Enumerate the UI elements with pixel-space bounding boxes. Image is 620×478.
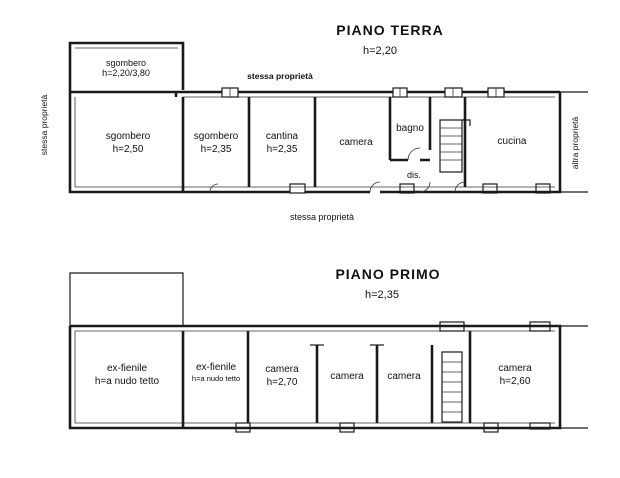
first-stair: [441, 351, 463, 423]
ground-floor-height: h=2,20: [363, 45, 397, 57]
room-camera-3: camera: [387, 371, 421, 382]
room-ex-fienile-mid: ex-fienile: [196, 362, 236, 373]
room-cantina: cantina: [266, 131, 299, 142]
room-ex-fienile-mid-height: h=a nudo tetto: [192, 374, 240, 383]
room-sgombero-left-height: h=2,50: [113, 144, 144, 155]
room-cantina-height: h=2,35: [267, 144, 298, 155]
ground-partitions: [181, 97, 467, 192]
ground-windows: [221, 87, 551, 194]
first-floor-title: PIANO PRIMO: [335, 266, 440, 282]
room-disimpegno: dis.: [407, 170, 421, 180]
room-camera-1: camera: [265, 364, 299, 375]
adjacent-bottom-label: stessa proprietà: [290, 212, 354, 222]
ground-doors: [209, 147, 466, 193]
first-partitions: [181, 331, 472, 428]
first-windows: [235, 321, 551, 433]
adjacent-left-label: stessa proprietà: [39, 94, 49, 155]
room-sgombero-mid: sgombero: [194, 131, 239, 142]
room-camera-4-height: h=2,60: [500, 376, 531, 387]
ground-stair: [439, 119, 471, 173]
room-ex-fienile-left: ex-fienile: [107, 363, 147, 374]
first-floor: PIANO PRIMO h=2,35: [68, 266, 588, 433]
adjacent-right-label: altra proprietà: [570, 117, 580, 170]
room-sgombero-mid-height: h=2,35: [201, 144, 232, 155]
ground-floor-title: PIANO TERRA: [336, 22, 443, 38]
adjacent-top-label: stessa proprietà: [247, 71, 313, 81]
room-sgombero-annex-height: h=2,20/3,80: [102, 68, 150, 78]
room-sgombero-left: sgombero: [106, 131, 151, 142]
ground-floor-outer-wall: [68, 90, 562, 194]
annex-wall: [68, 41, 185, 90]
ground-floor: PIANO TERRA h=2,20: [39, 22, 588, 222]
room-sgombero-annex: sgombero: [106, 58, 146, 68]
room-camera-2: camera: [330, 371, 364, 382]
room-cucina: cucina: [498, 136, 527, 147]
first-floor-height: h=2,35: [365, 289, 399, 301]
first-floor-annex-outline: [69, 272, 184, 326]
room-camera-4: camera: [498, 363, 532, 374]
room-ex-fienile-left-height: h=a nudo tetto: [95, 376, 160, 387]
room-bagno: bagno: [396, 123, 424, 134]
room-camera-ground: camera: [339, 137, 373, 148]
room-camera-1-height: h=2,70: [267, 377, 298, 388]
